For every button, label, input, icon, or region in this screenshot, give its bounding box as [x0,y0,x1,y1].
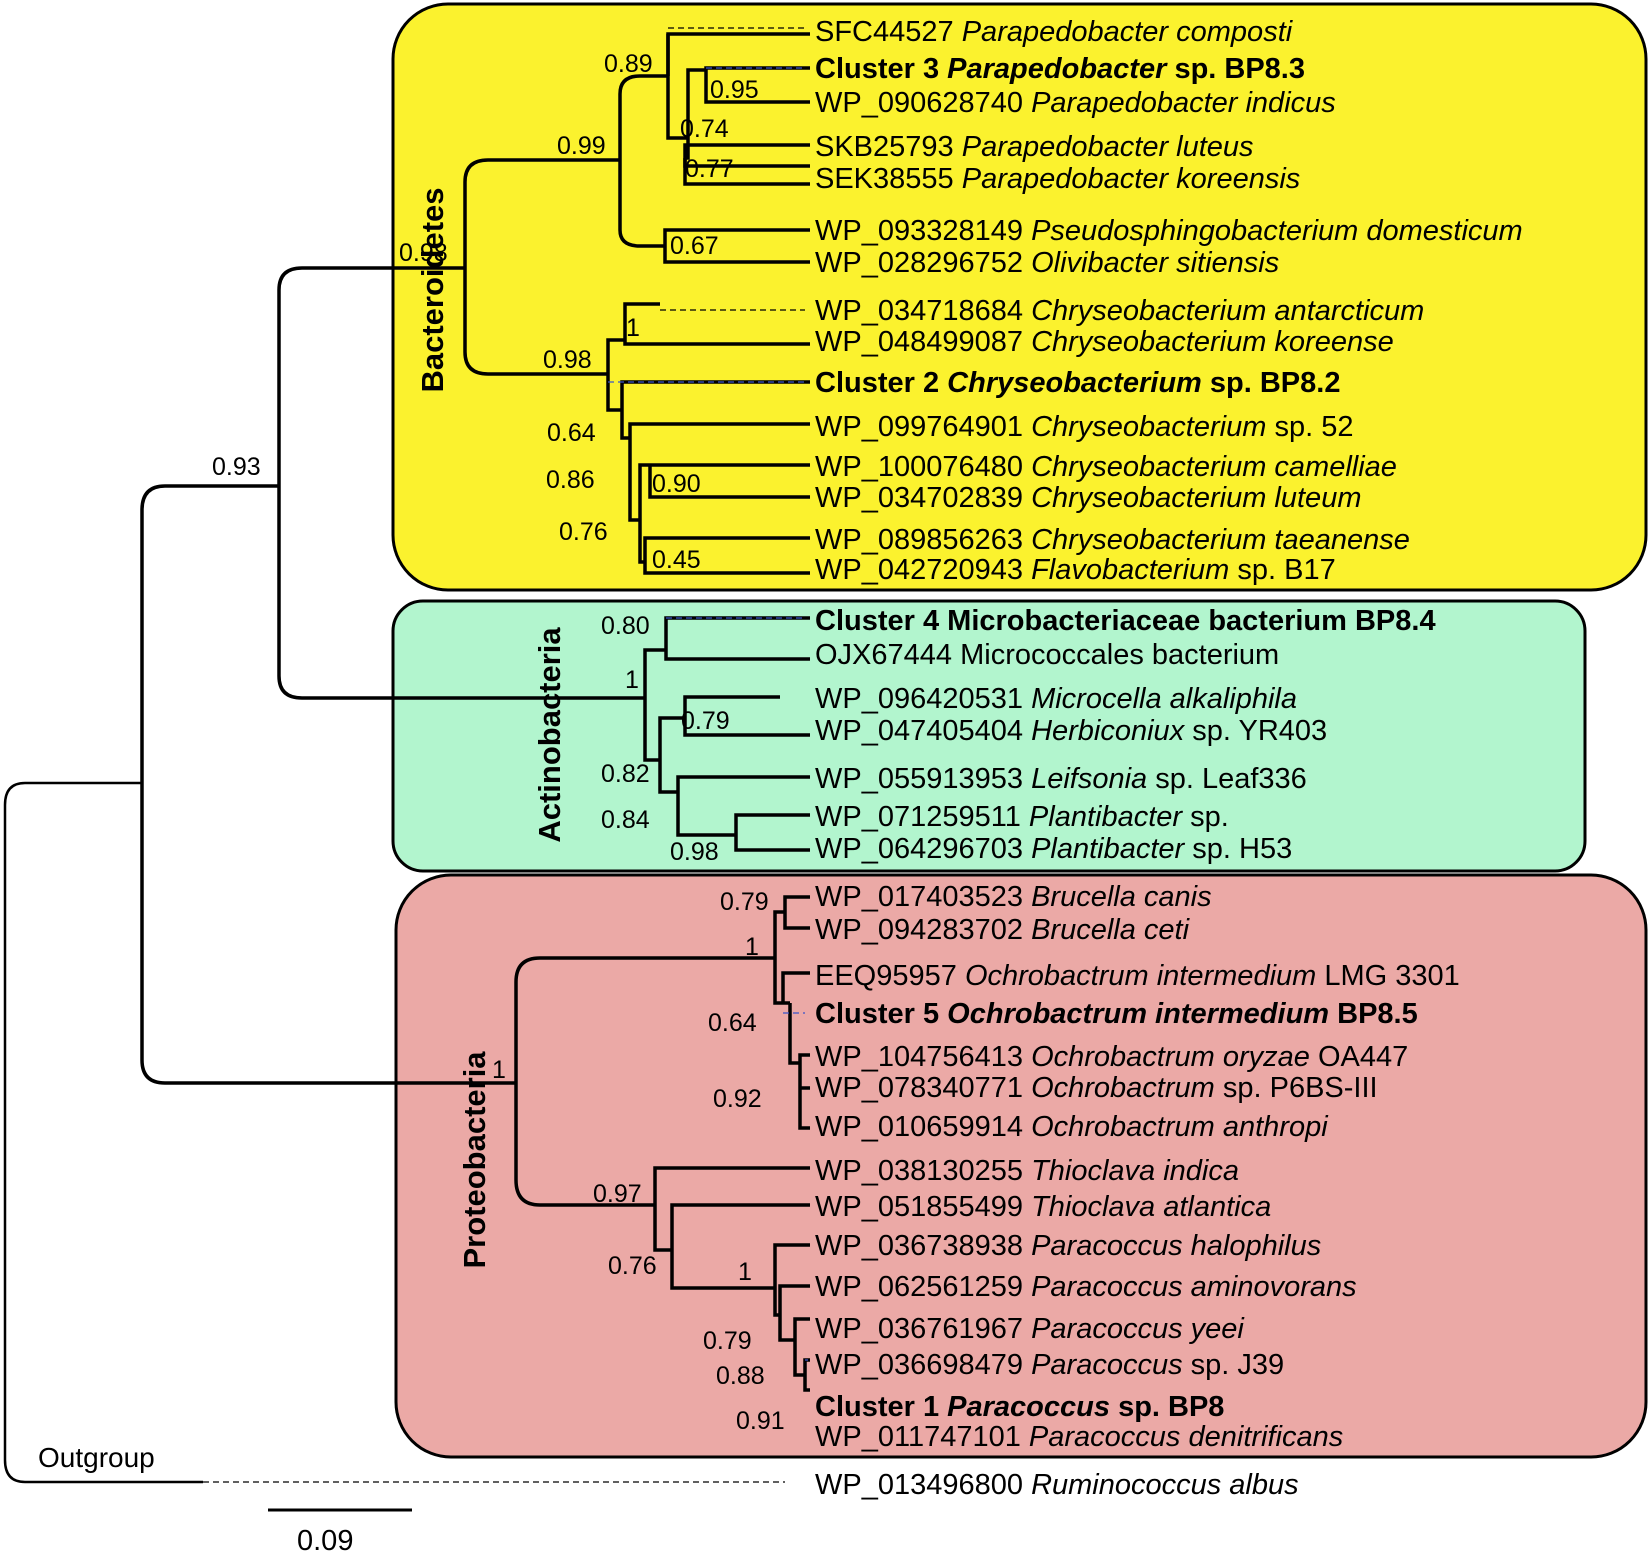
support-value: 0.45 [652,546,701,574]
leaf-label: WP_093328149 Pseudosphingobacterium dome… [815,215,1523,247]
leaf-label: WP_017403523 Brucella canis [815,881,1212,913]
support-value: 0.79 [720,888,769,916]
bacteroidetes-box [391,2,1648,592]
leaf-label: WP_071259511 Plantibacter sp. [815,801,1229,833]
leaf-label: WP_034702839 Chryseobacterium luteum [815,482,1361,514]
leaf-label: WP_090628740 Parapedobacter indicus [815,87,1336,119]
leaf-label: WP_055913953 Leifsonia sp. Leaf336 [815,763,1307,795]
support-value: 0.99 [557,132,606,160]
group-label-bacteroidetes: Bacteroidetes [415,187,450,392]
support-value: 0.90 [652,470,701,498]
leaf-label: SEK38555 Parapedobacter koreensis [815,163,1300,195]
outgroup-label: Outgroup [38,1442,155,1473]
support-value: 1 [626,314,640,342]
leaf-label: Cluster 5 Ochrobactrum intermedium BP8.5 [815,998,1418,1030]
group-label-actinobacteria: Actinobacteria [532,627,567,843]
support-value: 0.88 [716,1362,765,1390]
leaf-label: WP_011747101 Paracoccus denitrificans [815,1421,1343,1453]
support-value: 0.97 [593,1180,642,1208]
leaf-label: WP_096420531 Microcella alkaliphila [815,683,1297,715]
leaf-label: WP_094283702 Brucella ceti [815,914,1191,946]
proteobacteria-box [394,873,1648,1459]
leaf-label: WP_042720943 Flavobacterium sp. B17 [815,554,1336,586]
support-value: 0.64 [547,419,596,447]
leaf-label: WP_010659914 Ochrobactrum anthropi [815,1111,1329,1143]
leaf-label: WP_047405404 Herbiconiux sp. YR403 [815,715,1327,747]
leaf-label: WP_048499087 Chryseobacterium koreense [815,326,1394,358]
leaf-label: SFC44527 Parapedobacter composti [815,16,1294,48]
support-value: 0.76 [608,1252,657,1280]
support-value: 0.86 [546,466,595,494]
leaf-label: WP_036738938 Paracoccus halophilus [815,1230,1321,1262]
leaf-label: WP_089856263 Chryseobacterium taeanense [815,524,1410,556]
support-value: 1 [625,666,639,694]
leaf-label: WP_078340771 Ochrobactrum sp. P6BS-III [815,1072,1378,1104]
leaf-label: WP_064296703 Plantibacter sp. H53 [815,833,1292,865]
scale-bar-label: 0.09 [297,1525,353,1556]
leaf-label: WP_062561259 Paracoccus aminovorans [815,1271,1357,1303]
support-value: 0.82 [601,760,650,788]
support-value: 1 [738,1258,752,1286]
leaf-label: WP_038130255 Thioclava indica [815,1155,1239,1187]
support-value: 0.64 [708,1009,757,1037]
leaf-label: Cluster 4 Microbacteriaceae bacterium BP… [815,605,1436,637]
leaf-label: EEQ95957 Ochrobactrum intermedium LMG 33… [815,960,1460,992]
support-value: 0.93 [212,453,261,481]
support-value: 1 [745,933,759,961]
support-value: 0.89 [604,50,653,78]
leaf-label: Cluster 1 Paracoccus sp. BP8 [815,1391,1224,1423]
support-value: 0.98 [543,346,592,374]
group-label-proteobacteria: Proteobacteria [457,1051,492,1269]
leaf-label: WP_028296752 Olivibacter sitiensis [815,247,1279,279]
support-value: 0.74 [680,115,729,143]
leaf-label: WP_051855499 Thioclava atlantica [815,1191,1271,1223]
support-value: 0.95 [710,76,759,104]
support-value: 0.91 [736,1407,785,1435]
support-value: 0.92 [713,1085,762,1113]
support-value: 0.98 [399,239,448,267]
support-values: 0.89 0.95 0.74 0.77 0.99 0.67 0.98 1 0.9… [212,50,785,1435]
leaf-label: WP_099764901 Chryseobacterium sp. 52 [815,411,1353,443]
support-value: 0.80 [601,612,650,640]
support-value: 0.79 [703,1327,752,1355]
leaf-label: Cluster 3 Parapedobacter sp. BP8.3 [815,53,1305,85]
leaf-labels: SFC44527 Parapedobacter composti Cluster… [815,16,1523,1501]
support-value: 0.98 [670,838,719,866]
actinobacteria-box [391,599,1587,873]
support-value: 0.77 [685,155,734,183]
leader-lines [203,27,808,1483]
leaf-label: WP_036698479 Paracoccus sp. J39 [815,1349,1284,1381]
leaf-label: Cluster 2 Chryseobacterium sp. BP8.2 [815,367,1340,399]
leaf-label: WP_100076480 Chryseobacterium camelliae [815,451,1397,483]
leaf-label: OJX67444 Micrococcales bacterium [815,639,1279,671]
support-value: 0.84 [601,806,650,834]
leaf-label: WP_013496800 Ruminococcus albus [815,1469,1299,1501]
leaf-label: WP_104756413 Ochrobactrum oryzae OA447 [815,1041,1408,1073]
leaf-label: WP_036761967 Paracoccus yeei [815,1313,1245,1345]
leaf-label: SKB25793 Parapedobacter luteus [815,131,1254,163]
support-value: 0.79 [681,707,730,735]
support-value: 1 [492,1056,506,1084]
leaf-label: WP_034718684 Chryseobacterium antarcticu… [815,295,1424,327]
support-value: 0.67 [670,232,719,260]
support-value: 0.76 [559,518,608,546]
